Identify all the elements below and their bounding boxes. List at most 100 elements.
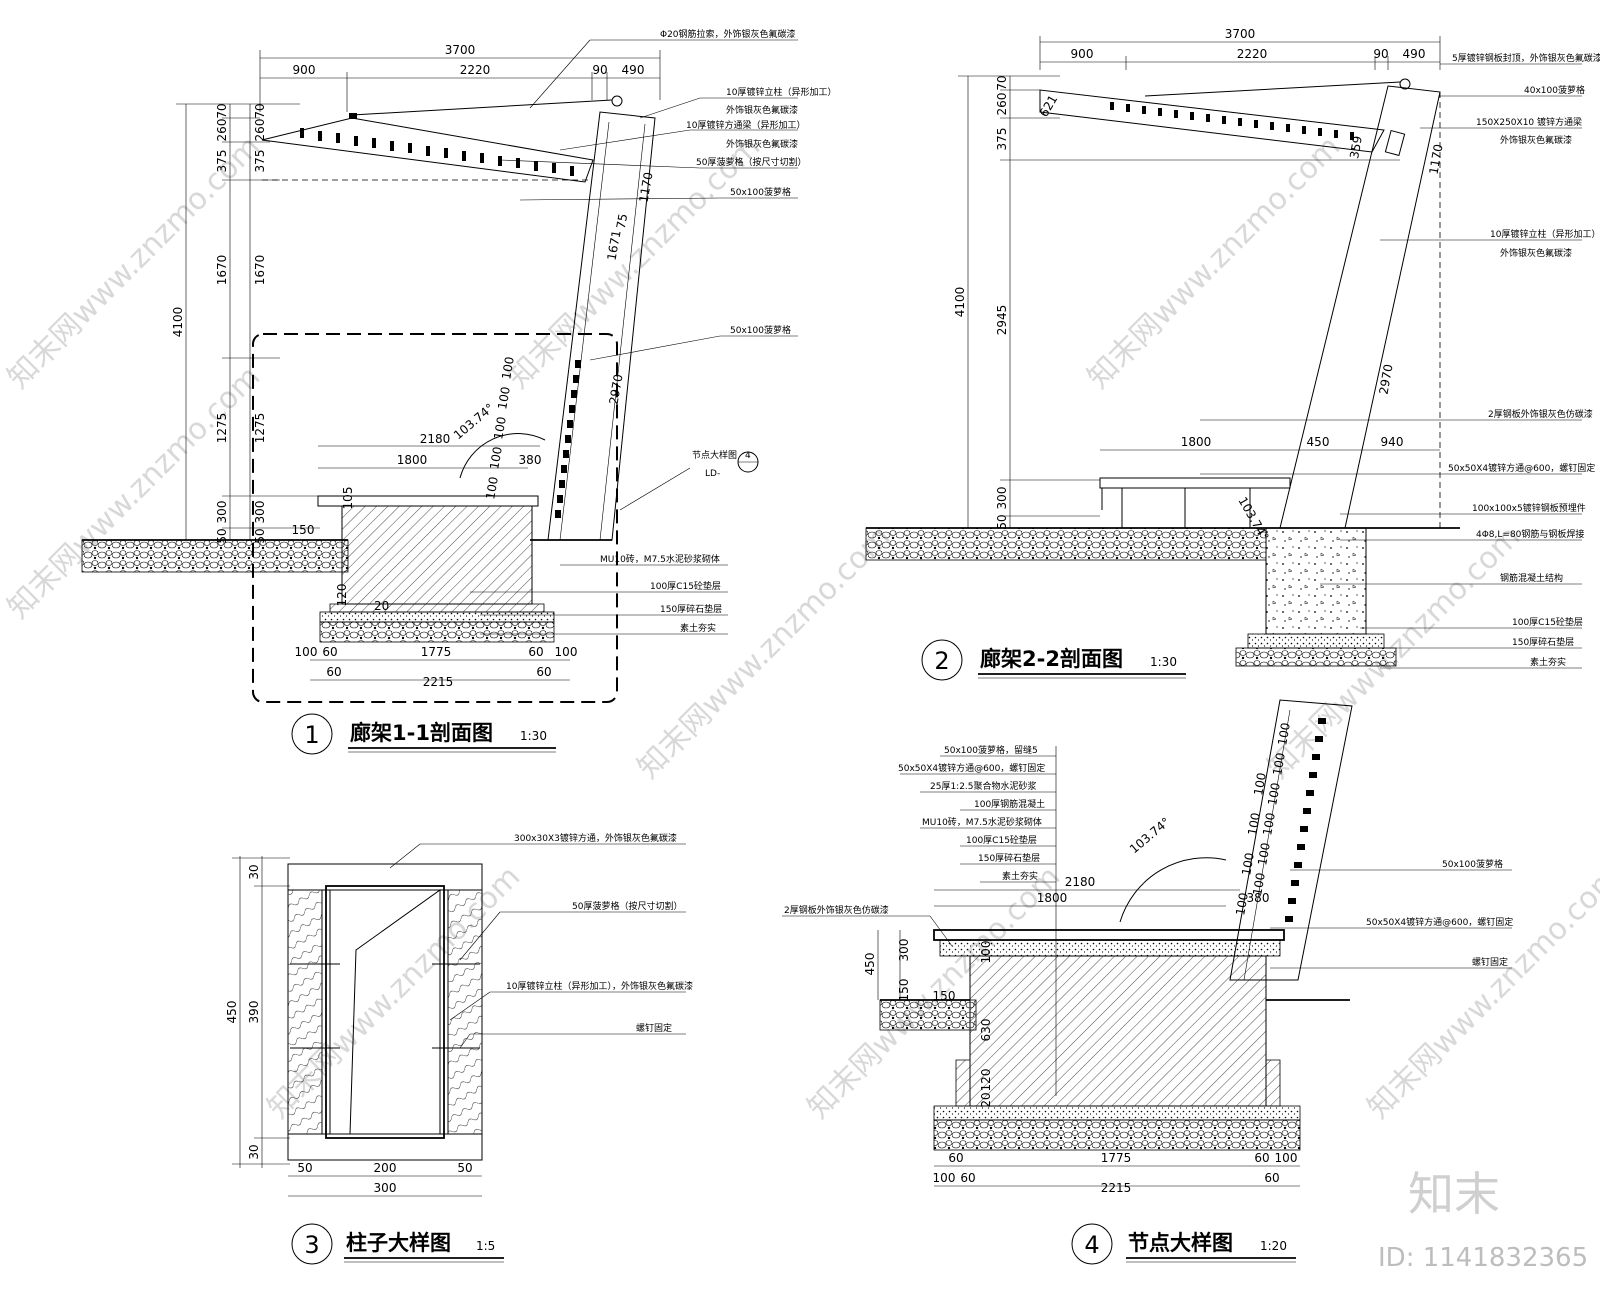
ground-left — [81, 539, 349, 573]
dim-b-1775: 1775 — [421, 645, 452, 659]
svg-text:10厚镀锌立柱（异形加工）: 10厚镀锌立柱（异形加工） — [726, 86, 836, 98]
svg-text:50x50X4镀锌方通@600，螺钉固定: 50x50X4镀锌方通@600，螺钉固定 — [1448, 462, 1595, 474]
svg-text:100厚钢筋混凝土: 100厚钢筋混凝土 — [974, 798, 1045, 810]
svg-text:100: 100 — [1233, 892, 1251, 917]
section-2-title: 廊架2-2剖面图 — [980, 647, 1123, 671]
canopy-slats-2 — [1110, 102, 1354, 140]
svg-text:外饰银灰色氟碳漆: 外饰银灰色氟碳漆 — [726, 104, 798, 116]
section-3-number-circle — [291, 1223, 333, 1265]
dim4-b-100r: 100 — [1275, 1151, 1298, 1165]
section-1-title: 廊架1-1剖面图 — [350, 721, 493, 745]
watermark-text: 知末网www.znzmo.com — [1, 359, 267, 625]
dim2-diag-2970: 2970 — [1377, 363, 1396, 396]
brand-logo-text: 知末 — [1408, 1167, 1500, 1221]
svg-text:LD-: LD- — [705, 469, 720, 479]
dim-inner-375: 375 — [253, 150, 267, 173]
section-4-number: 4 — [1084, 1231, 1099, 1259]
dim-small-20: 20 — [374, 599, 389, 613]
section-1-1-drawing: 3700 900 2220 90 490 4100 70 260 375 167… — [81, 28, 836, 755]
svg-text:100: 100 — [1260, 812, 1278, 837]
dim2-total-height: 4100 — [953, 287, 967, 318]
column-detail-drawing: 450 30 390 30 50 200 50 300 300x30X3镀锌方通… — [225, 832, 693, 1265]
section-1-number: 1 — [304, 721, 319, 749]
dim-b-100r: 100 — [555, 645, 578, 659]
dim3-50b: 50 — [457, 1161, 472, 1175]
section-1-scale: 1:30 — [520, 729, 547, 743]
tension-cable — [351, 99, 613, 116]
dim-diag-1170: 1170 — [637, 171, 656, 204]
dim3-50a: 50 — [297, 1161, 312, 1175]
dim3-200: 200 — [374, 1161, 397, 1175]
dim-b-60a: 60 — [326, 665, 341, 679]
svg-text:外饰银灰色氟碳漆: 外饰银灰色氟碳漆 — [1500, 134, 1572, 146]
column-dim-ladder: 100 100 100 100 100 — [483, 356, 517, 501]
section-3-number: 3 — [304, 1231, 319, 1259]
dim2-h-375: 375 — [995, 128, 1009, 151]
ground-4 — [879, 999, 977, 1031]
svg-text:100厚C15砼垫层: 100厚C15砼垫层 — [966, 834, 1037, 846]
svg-text:10厚镀锌立柱（异形加工），外饰银灰色氟碳漆: 10厚镀锌立柱（异形加工），外饰银灰色氟碳漆 — [506, 980, 693, 992]
svg-text:100: 100 — [1265, 782, 1283, 807]
svg-text:2厚钢板外饰银灰色仿碳漆: 2厚钢板外饰银灰色仿碳漆 — [784, 904, 889, 916]
svg-text:100: 100 — [487, 446, 505, 471]
canopy-beam-2 — [1039, 89, 1385, 153]
svg-text:100: 100 — [1270, 752, 1288, 777]
canopy-slats — [300, 128, 574, 176]
layer-notes: 50x100菠萝格，留缝5 50x50X4镀锌方通@600，螺钉固定 25厚1:… — [898, 744, 1056, 883]
section-1-notes: Φ20钢筋拉索，外饰银灰色氟碳漆 10厚镀锌立柱（异形加工） 外饰银灰色氟碳漆 … — [470, 28, 836, 635]
detail-callout-frame — [252, 333, 618, 703]
dim4-b-1775: 1775 — [1101, 1151, 1132, 1165]
dim2-seat-1800: 1800 — [1181, 435, 1212, 449]
svg-text:螺钉固定: 螺钉固定 — [636, 1022, 672, 1034]
dim-b-60: 60 — [322, 645, 337, 659]
svg-text:4Φ8,L=80钢筋与钢板焊接: 4Φ8,L=80钢筋与钢板焊接 — [1476, 528, 1584, 540]
dim-b-2215: 2215 — [423, 675, 454, 689]
svg-text:50x50X4镀锌方通@600，螺钉固定: 50x50X4镀锌方通@600，螺钉固定 — [898, 762, 1045, 774]
svg-text:100: 100 — [1250, 872, 1268, 897]
dim2-seat-450: 450 — [1307, 435, 1330, 449]
dim2-h-260: 260 — [995, 93, 1009, 116]
detail-ref-number: 4 — [745, 451, 751, 461]
dim2-main: 2220 — [1237, 47, 1268, 61]
svg-text:50x100菠萝格: 50x100菠萝格 — [730, 324, 791, 336]
dim-small-120: 120 — [335, 584, 349, 607]
dim3-390: 390 — [247, 1001, 261, 1024]
column-slats — [555, 360, 581, 518]
svg-text:外饰银灰色氟碳漆: 外饰银灰色氟碳漆 — [726, 138, 798, 150]
angle4-arc — [1119, 857, 1227, 923]
section-2-number-circle — [921, 639, 963, 681]
dim3-450: 450 — [225, 1001, 239, 1024]
svg-text:100: 100 — [1239, 852, 1257, 877]
dim4-b-60b: 60 — [1264, 1171, 1279, 1185]
dim-h-70: 70 — [215, 103, 229, 118]
dim-overall-width: 3700 — [445, 43, 476, 57]
svg-text:150厚碎石垫层: 150厚碎石垫层 — [660, 603, 722, 615]
svg-text:100厚C15砼垫层: 100厚C15砼垫层 — [650, 580, 721, 592]
bench-top — [1099, 477, 1291, 489]
watermark-text: 知末网www.znzmo.com — [1361, 859, 1600, 1125]
dim-inner-70: 70 — [253, 103, 267, 118]
dim-gap: 90 — [592, 63, 607, 77]
dim-inner-260: 260 — [253, 119, 267, 142]
section-4-scale: 1:20 — [1260, 1239, 1287, 1253]
svg-text:螺钉固定: 螺钉固定 — [1472, 956, 1508, 968]
section-3-scale: 1:5 — [476, 1239, 495, 1253]
dim4-100: 100 — [979, 941, 993, 964]
section-4-number-circle — [1071, 1223, 1113, 1265]
gravel-bed — [319, 621, 555, 643]
svg-text:MU10砖，M7.5水泥砂浆砌体: MU10砖，M7.5水泥砂浆砌体 — [922, 816, 1042, 828]
dim-h-300: 300 — [215, 501, 229, 524]
dim4-b-100: 100 — [933, 1171, 956, 1185]
dim4-b-60a: 60 — [960, 1171, 975, 1185]
dim-h-260: 260 — [215, 119, 229, 142]
dim-inner-300: 300 — [253, 501, 267, 524]
dim4-b-60: 60 — [948, 1151, 963, 1165]
watermark-text: 知末网www.znzmo.com — [501, 129, 767, 395]
svg-text:150厚碎石垫层: 150厚碎石垫层 — [978, 852, 1040, 864]
dim2-diag-359: 359 — [1347, 135, 1365, 160]
svg-text:100: 100 — [1251, 772, 1269, 797]
dim3-300: 300 — [374, 1181, 397, 1195]
section-1-number-circle — [291, 713, 333, 755]
section-2-2-drawing: 3700 900 2220 90 490 4100 70 260 375 294… — [865, 27, 1600, 681]
